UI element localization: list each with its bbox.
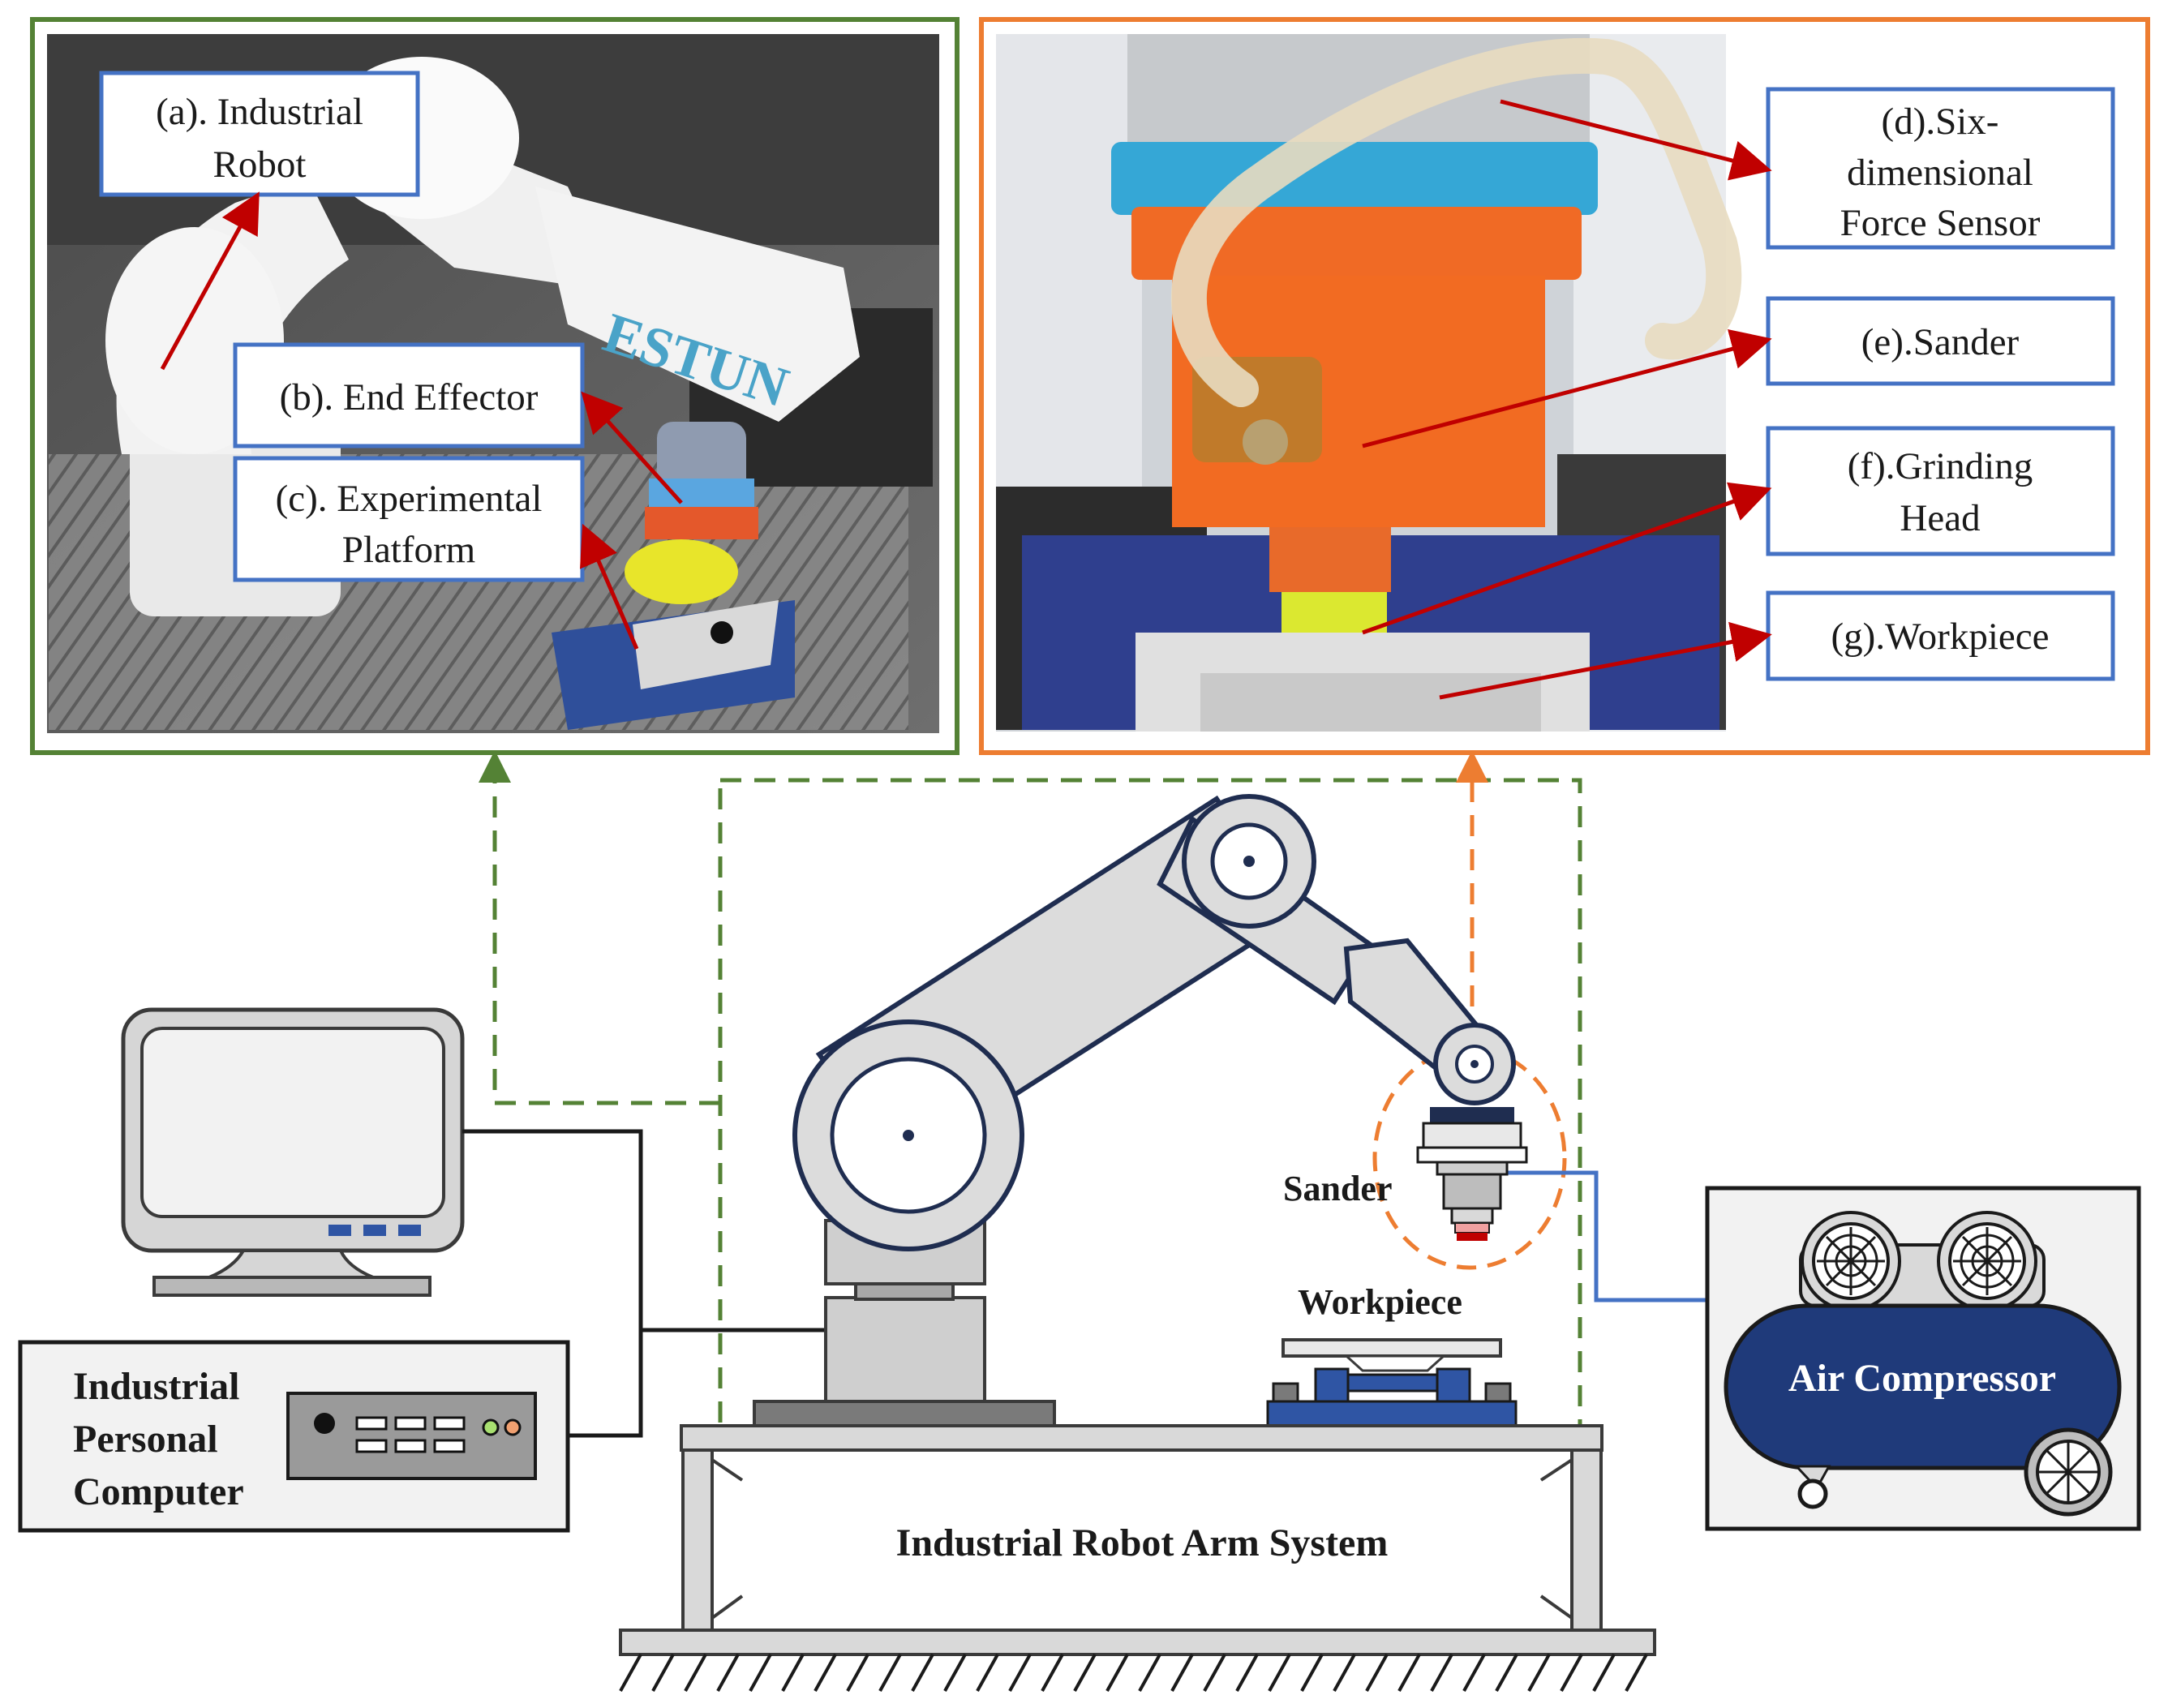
air-compressor-label: Air Compressor <box>1788 1357 2056 1400</box>
compressor-tank <box>1724 1303 2122 1470</box>
pointer-arrow-g <box>1439 621 1772 700</box>
callout-c-line2: Platform <box>342 529 475 571</box>
callout-force-sensor: (d).Six- dimensional Force Sensor <box>1766 87 2115 250</box>
callout-experimental-platform: (c). Experimental Platform <box>233 456 585 582</box>
callout-f-line1: (f).Grinding <box>1848 445 2033 487</box>
callout-a-line1: (a). Industrial <box>156 91 363 133</box>
monitor <box>121 1007 465 1297</box>
air-hose <box>1496 1170 1707 1302</box>
dashed-links <box>479 750 1582 1436</box>
table-top <box>680 1424 1603 1452</box>
workpiece-label: Workpiece <box>1298 1282 1462 1322</box>
pointer-arrow-a <box>160 191 260 371</box>
wiring <box>462 1129 1707 1438</box>
wheel-icon <box>2024 1427 2113 1517</box>
grinding-head <box>1454 1222 1490 1234</box>
sander-label: Sander <box>1283 1169 1392 1208</box>
callout-c-line1: (c). Experimental <box>276 478 543 520</box>
callout-f-line2: Head <box>1900 497 1980 539</box>
robot-arm <box>753 794 1528 1427</box>
callout-e-line1: (e).Sander <box>1861 321 2020 363</box>
callout-d-line2: dimensional <box>1847 152 2033 194</box>
pointer-arrow-c <box>580 523 639 650</box>
pointer-arrow-b <box>581 391 683 504</box>
fan-icon <box>1937 1211 2037 1311</box>
callout-workpiece: (g).Workpiece <box>1766 590 2115 681</box>
effector-dashed-ellipse <box>1372 1046 1567 1270</box>
workpiece-fixture <box>1266 1338 1518 1427</box>
right-photo-panel: (d).Six- dimensional Force Sensor (e).Sa… <box>979 17 2150 755</box>
green-dashed-arrow <box>479 750 720 1105</box>
robot-table <box>619 1424 1656 1692</box>
callout-end-effector: (b). End Effector <box>233 342 585 448</box>
callout-g-line1: (g).Workpiece <box>1831 616 2050 658</box>
right-panel-frame <box>979 17 2150 755</box>
left-photo-panel: ESTUN (a). Industrial Robot (b). End Eff… <box>30 17 960 755</box>
pointer-arrow-f <box>1362 482 1772 635</box>
pointer-arrow-e <box>1362 328 1772 448</box>
workpiece-plate <box>1281 1338 1502 1358</box>
sander-body <box>1442 1173 1502 1210</box>
ipc-label-line3: Computer <box>73 1470 244 1513</box>
system-label: Industrial Robot Arm System <box>896 1521 1389 1564</box>
ipc-label-line1: Industrial <box>73 1365 239 1408</box>
end-effector-photo <box>996 34 1742 732</box>
callout-d-line3: Force Sensor <box>1840 202 2041 244</box>
pointer-arrow-d <box>1500 99 1772 181</box>
ground-hatch <box>619 1654 1648 1692</box>
callout-d-line1: (d).Six- <box>1882 101 1999 143</box>
ipc-label-line2: Personal <box>73 1418 218 1461</box>
callout-sander: (e).Sander <box>1766 296 2115 386</box>
table-base <box>619 1629 1656 1656</box>
callout-grinding-head: (f).Grinding Head <box>1766 426 2115 556</box>
monitor-screen <box>140 1027 445 1218</box>
callout-industrial-robot: (a). Industrial Robot <box>99 71 420 197</box>
industrial-pc: Industrial Personal Computer <box>18 1340 570 1533</box>
ipc-chassis <box>286 1392 537 1480</box>
callout-a-line2: Robot <box>213 144 307 186</box>
callout-b-line1: (b). End Effector <box>280 376 539 418</box>
fan-icon <box>1801 1211 1901 1311</box>
air-compressor <box>1705 1186 2141 1531</box>
ipc-power-button <box>314 1413 335 1434</box>
